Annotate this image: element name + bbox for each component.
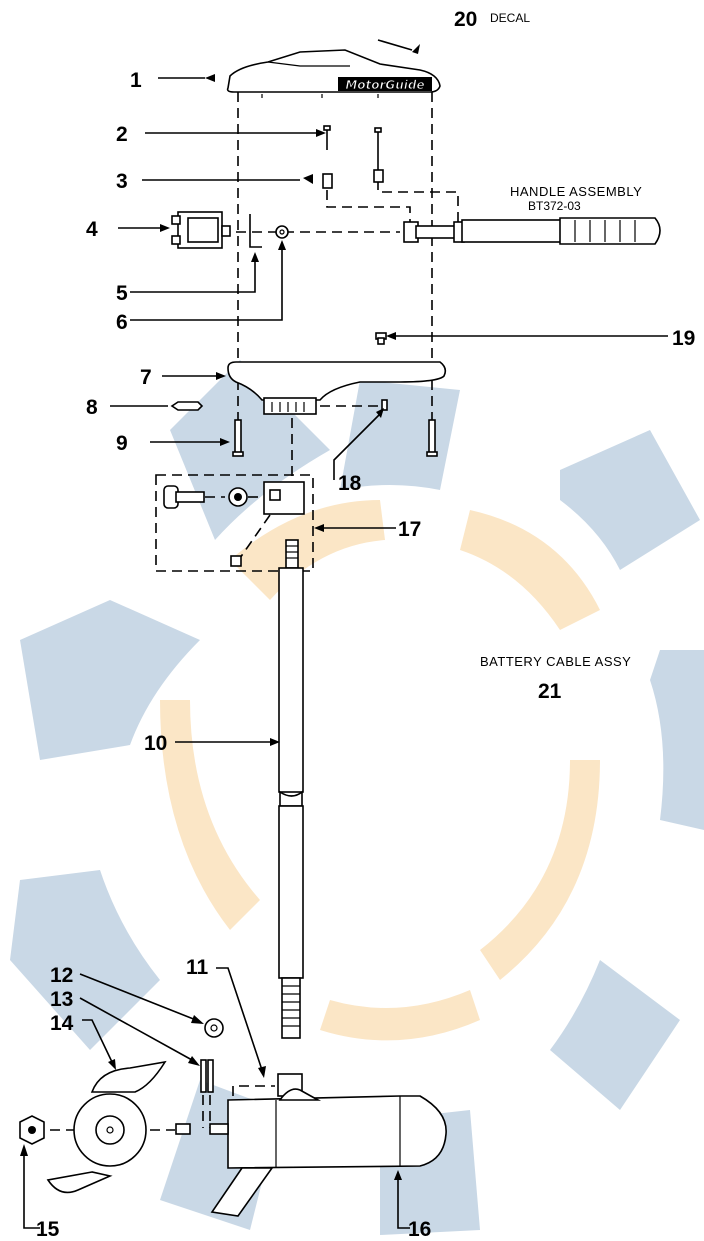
watermark-orange-segment: [160, 700, 260, 930]
watermark-blue-segment: [340, 380, 460, 490]
screw-parts: [170, 401, 438, 457]
callout-20: 20: [454, 8, 477, 31]
brand-logo: MotorGuide: [345, 78, 424, 92]
propeller-part: [46, 1060, 167, 1194]
callout-19: 19: [672, 327, 695, 350]
screw-and-clip-parts: [303, 125, 384, 189]
watermark-blue-segment: [560, 430, 700, 570]
callout-21: 21: [538, 680, 562, 703]
switch-part: [171, 211, 231, 249]
battery-cable-label: BATTERY CABLE ASSY: [480, 654, 631, 669]
callout-1: 1: [130, 69, 142, 92]
watermark-gear-icon: [10, 360, 704, 1235]
watermark-blue-segment: [170, 360, 330, 540]
watermark-orange-segment: [460, 510, 600, 630]
watermark-blue-segment: [550, 960, 680, 1110]
shaft-part: [277, 539, 304, 1097]
captions: DECAL HANDLE ASSEMBLY BT372-03 BATTERY C…: [480, 11, 642, 669]
bracket-and-washer: [249, 214, 289, 248]
callout-9: 9: [116, 432, 128, 455]
callout-16: 16: [408, 1218, 431, 1241]
plug-part: [375, 332, 387, 345]
handle-part-number: BT372-03: [528, 199, 581, 213]
callout-numbers: 1 2 3 4 5 6 7 8 9 10 11 12 13 14 15 16 1…: [36, 8, 695, 1241]
callout-14: 14: [50, 1012, 74, 1035]
watermark-blue-segment: [10, 870, 160, 1050]
watermark-blue-segment: [20, 600, 200, 760]
watermark-blue-segment: [650, 650, 704, 830]
watermark-orange-segment: [480, 760, 600, 980]
motor-housing-part: [175, 1088, 447, 1217]
callout-3: 3: [116, 170, 128, 193]
callout-10: 10: [144, 732, 167, 755]
top-cover-part: MotorGuide: [205, 39, 441, 98]
callout-12: 12: [50, 964, 73, 987]
callout-4: 4: [86, 218, 98, 241]
callout-13: 13: [50, 988, 73, 1011]
decal-label: DECAL: [490, 11, 530, 25]
callout-leaders: [20, 44, 668, 1229]
callout-6: 6: [116, 311, 128, 334]
callout-11: 11: [186, 956, 209, 979]
callout-17: 17: [398, 518, 421, 541]
callout-5: 5: [116, 282, 128, 305]
handle-assembly-part: [403, 217, 661, 245]
base-housing-part: [227, 361, 447, 415]
clamp-assembly-part: [163, 481, 305, 567]
handle-assembly-label: HANDLE ASSEMBLY: [510, 184, 642, 199]
watermark-orange-segment: [320, 990, 480, 1041]
callout-18: 18: [338, 472, 362, 495]
prop-hardware-parts: [200, 1018, 224, 1093]
callout-15: 15: [36, 1218, 60, 1241]
callout-2: 2: [116, 123, 128, 146]
prop-nut-part: [19, 1115, 45, 1145]
callout-7: 7: [140, 366, 152, 389]
logo-plate: [338, 77, 432, 91]
watermark-orange-segment: [230, 500, 385, 600]
callout-8: 8: [86, 396, 98, 419]
